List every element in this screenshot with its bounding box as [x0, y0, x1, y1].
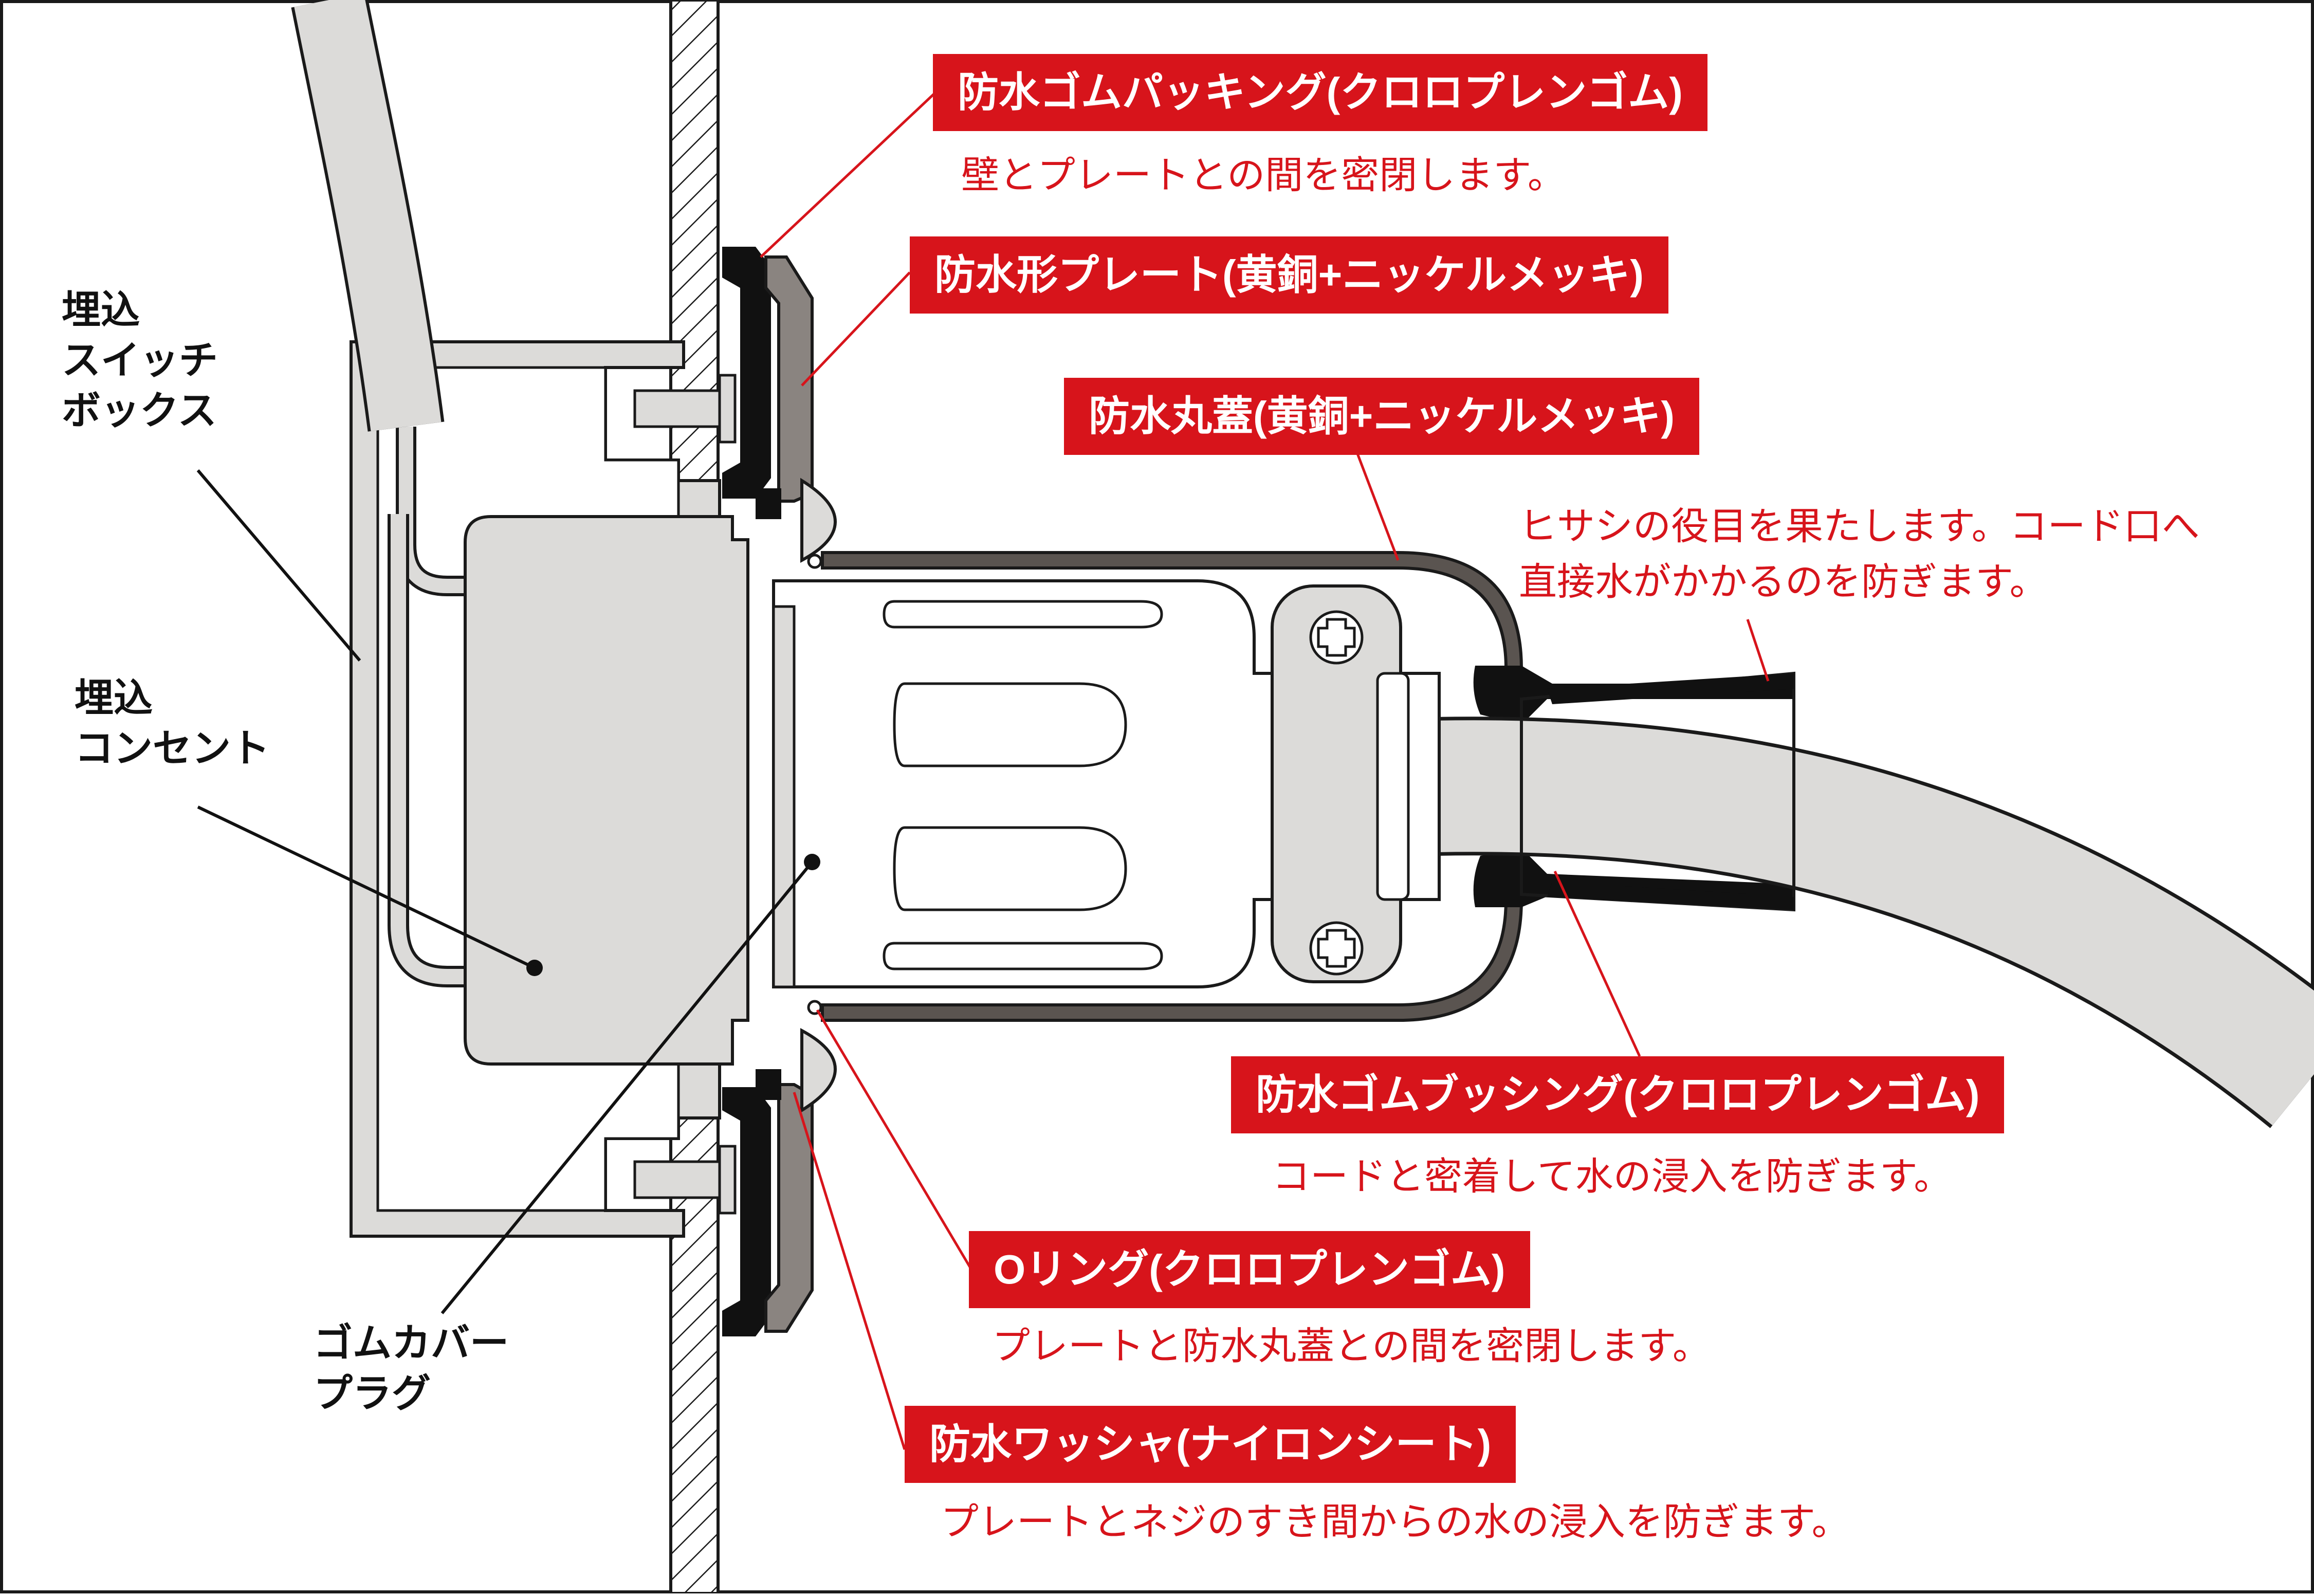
plate-title: 防水形プレート(黄銅+ニッケルメッキ): [910, 236, 1668, 314]
plug-grip-lower: [893, 826, 1127, 911]
plate-screw-top: [800, 478, 837, 563]
washer-desc: プレートとネジのすき間からの水の浸入を防ぎます。: [941, 1500, 1850, 1543]
bushing-sleeve-top: [1547, 673, 1794, 704]
plug-grip-bottom: [883, 942, 1163, 970]
oring-title: Oリング(クロロプレンゴム): [969, 1231, 1530, 1308]
plate-screw-bottom: [800, 1028, 837, 1113]
clamp-screw-bottom: [1309, 921, 1364, 976]
bushing-leader: [1553, 870, 1641, 1057]
box-screw-bottom: [633, 1145, 737, 1215]
plug-grip-upper: [893, 682, 1127, 767]
packing-title: 防水ゴムパッキング(クロロプレンゴム): [933, 54, 1707, 131]
plate-leader: [801, 271, 911, 387]
oring-desc: プレートと防水丸蓋との間を密閉します。: [992, 1325, 1711, 1367]
clamp-screw-top: [1309, 610, 1364, 665]
plug-leader: [440, 861, 814, 1314]
cap-desc-line1: ヒサシの役目を果たします。コード口へ: [1519, 505, 2200, 547]
plate-bottom: [764, 1083, 814, 1333]
box-screw-top: [633, 374, 737, 444]
bushing-sleeve-bottom: [1547, 882, 1794, 910]
switch-box-label: 埋込 スイッチ ボックス: [62, 288, 218, 433]
packing-desc: 壁とプレートとの間を密閉します。: [961, 154, 1566, 196]
outlet-label: 埋込 コンセント: [75, 676, 270, 771]
washer-leader: [793, 1092, 906, 1450]
rubber-packing-bottom: [722, 1087, 771, 1336]
plate-top: [764, 255, 814, 503]
cap-desc-line2: 直接水がかかるのを防ぎます。: [1519, 560, 2048, 603]
cap-title: 防水丸蓋(黄銅+ニッケルメッキ): [1064, 378, 1699, 455]
outlet-body: [464, 515, 749, 1066]
bushing-desc: コードと密着して水の浸入を防ぎます。: [1272, 1155, 1952, 1198]
o-ring-top: [807, 554, 822, 569]
cap-leader: [1355, 452, 1400, 561]
packing-leader: [760, 91, 936, 258]
oring-leader: [816, 1009, 973, 1271]
bushing-title: 防水ゴムブッシング(クロロプレンゴム): [1231, 1056, 2005, 1133]
cap-desc-leader: [1746, 619, 1770, 682]
rubber-packing-top: [722, 247, 771, 499]
switch-box-leader: [196, 469, 361, 662]
washer-title: 防水ワッシャ(ナイロンシート): [905, 1406, 1516, 1483]
plug-grip-top: [883, 600, 1163, 629]
outlet-leader: [197, 805, 536, 969]
plug-label: ゴムカバー プラグ: [314, 1322, 509, 1416]
